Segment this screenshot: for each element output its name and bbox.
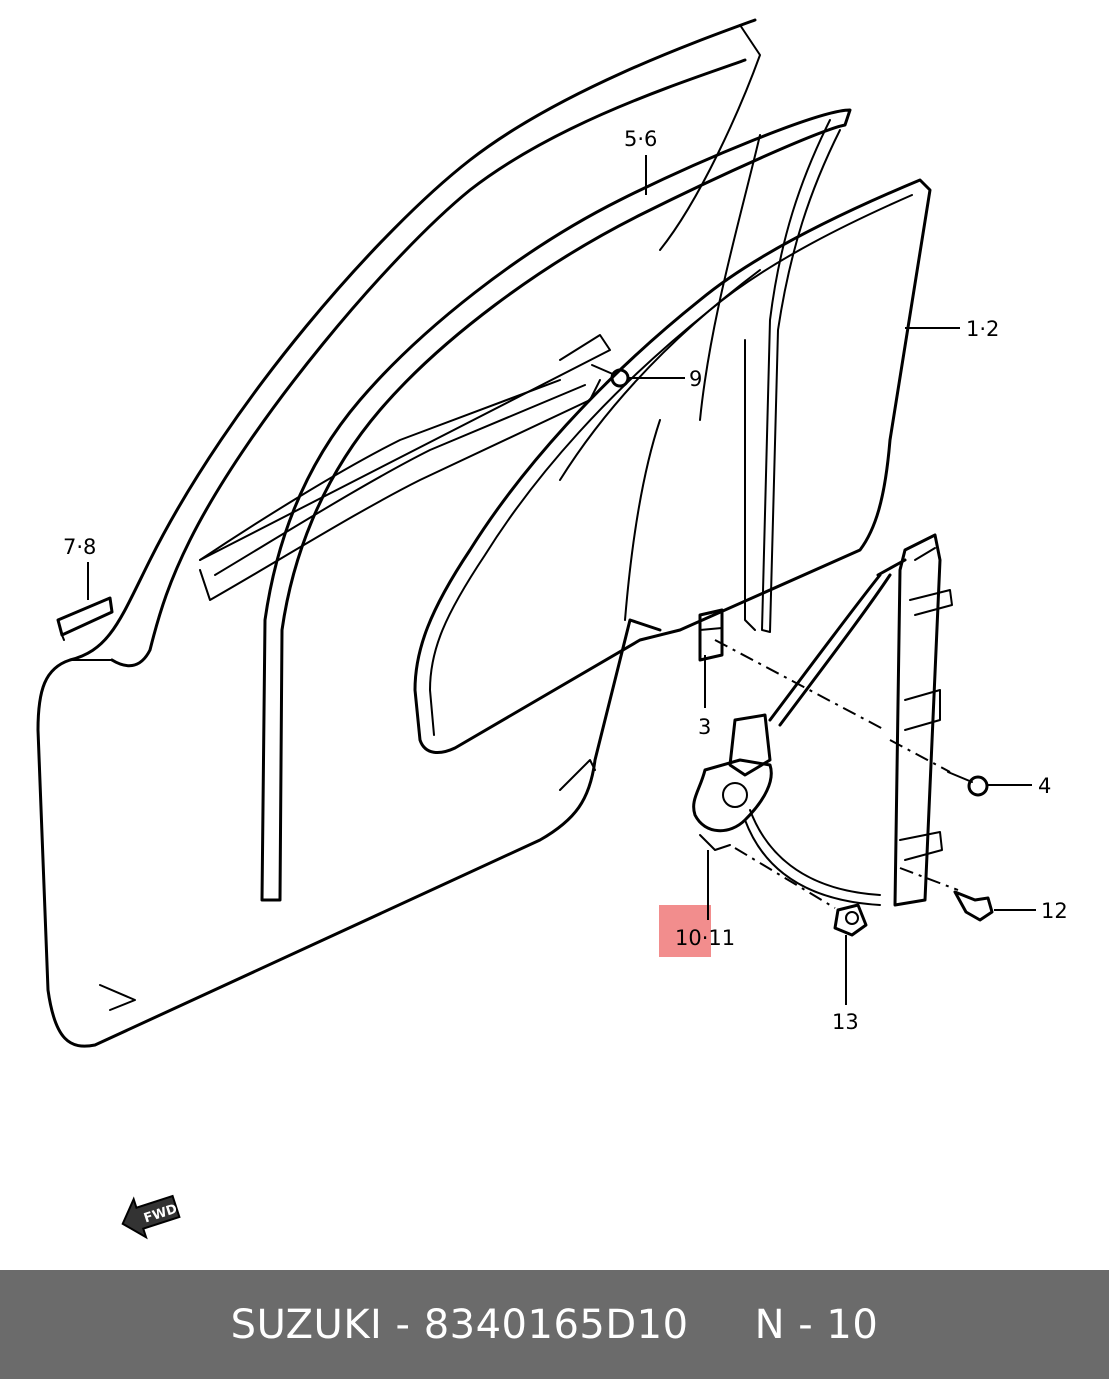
fwd-arrow-icon: FWD: [121, 1194, 181, 1240]
callout-9: 9: [689, 367, 702, 391]
callout-10-11: 10·11: [675, 926, 735, 950]
callout-7-8: 7·8: [63, 535, 96, 559]
footer-part-text: SUZUKI - 8340165D10 N - 10: [230, 1301, 879, 1348]
callout-3: 3: [698, 715, 711, 739]
door-glass: [413, 178, 932, 754]
parts-diagram: 5·6 1·2 9 7·8 3 4 10·11 12 13 FWD: [36, 18, 1068, 1240]
highlight-part-10: [659, 905, 711, 957]
bolt-12: [953, 890, 994, 922]
bracket-3: [698, 608, 724, 662]
leader-lines: [87, 155, 1036, 1005]
window-regulator: [692, 533, 953, 907]
footer-bar: SUZUKI - 8340165D10 N - 10: [0, 1270, 1109, 1379]
callout-12: 12: [1041, 899, 1068, 923]
screw-4: [947, 771, 989, 797]
callout-13: 13: [832, 1010, 859, 1034]
callout-5-6: 5·6: [624, 127, 657, 151]
callout-1-2: 1·2: [966, 317, 999, 341]
door-channel: [260, 108, 852, 902]
molding-strip: [56, 596, 114, 641]
callout-labels: 5·6 1·2 9 7·8 3 4 10·11 12 13: [63, 127, 1068, 1034]
assembly-lines: [714, 639, 959, 909]
door-shell: [36, 18, 761, 1048]
callout-4: 4: [1038, 774, 1051, 798]
nut-13: [833, 903, 868, 937]
